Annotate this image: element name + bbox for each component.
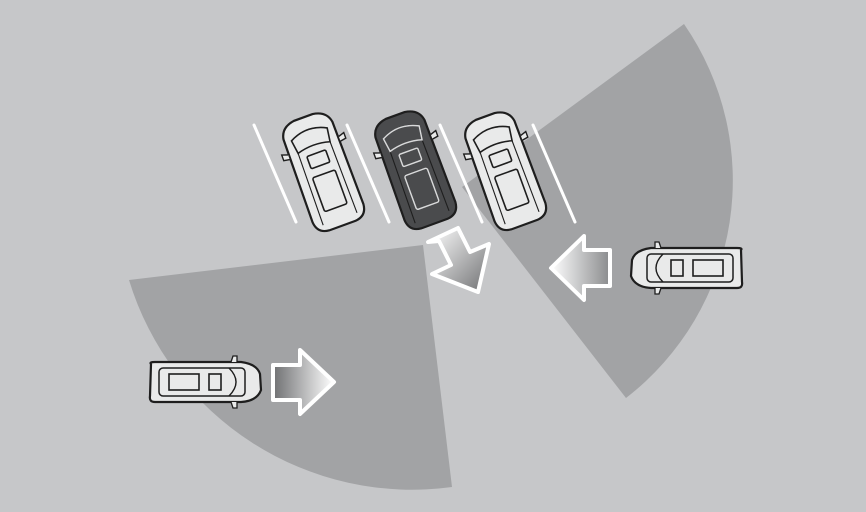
approach-arrow-right-arrow-icon — [549, 234, 612, 302]
detection-zone-right — [462, 24, 733, 398]
approach-arrow-left-arrow-icon — [271, 348, 336, 416]
approaching-vehicle-left-car-side-icon — [148, 354, 263, 410]
parking-lines — [252, 123, 577, 224]
parked-car-left — [271, 105, 375, 238]
approaching-vehicle-right-car-side-icon — [629, 240, 744, 296]
reverse-direction-arrow-icon — [426, 226, 491, 294]
own-vehicle-car-reversing-icon — [363, 103, 467, 236]
